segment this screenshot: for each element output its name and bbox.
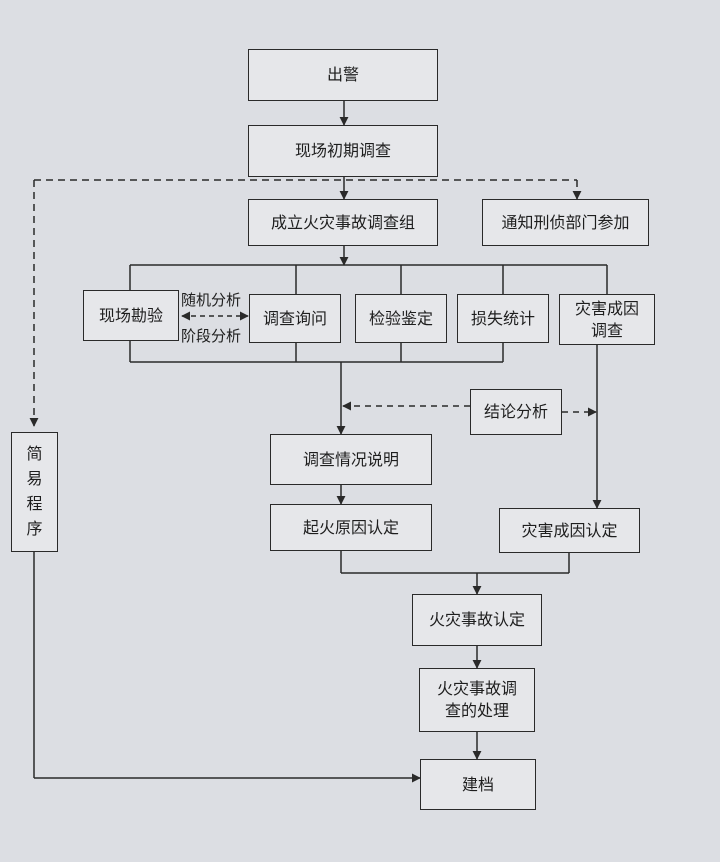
node-loss-stats: 损失统计 [457, 294, 549, 343]
node-notify-police: 通知刑侦部门参加 [482, 199, 649, 246]
node-accident-handling: 火灾事故调查的处理 [419, 668, 535, 732]
node-disaster-cause-survey: 灾害成因调查 [559, 294, 655, 345]
label-stage-analysis: 阶段分析 [181, 327, 242, 345]
node-archive: 建档 [420, 759, 536, 810]
node-fire-cause: 起火原因认定 [270, 504, 432, 551]
node-disaster-cause: 灾害成因认定 [499, 508, 640, 553]
node-dispatch: 出警 [248, 49, 438, 101]
node-site-inspection: 现场勘验 [83, 290, 179, 341]
node-lab-test: 检验鉴定 [355, 294, 447, 343]
node-interview: 调查询问 [249, 294, 341, 343]
label-random-analysis: 随机分析 [181, 291, 242, 309]
node-conclusion: 结论分析 [470, 389, 562, 435]
node-form-team: 成立火灾事故调查组 [248, 199, 438, 246]
node-initial-survey: 现场初期调查 [248, 125, 438, 177]
node-simple-procedure: 简易程序 [11, 432, 58, 552]
node-accident-confirm: 火灾事故认定 [412, 594, 542, 646]
node-situation-report: 调查情况说明 [270, 434, 432, 485]
